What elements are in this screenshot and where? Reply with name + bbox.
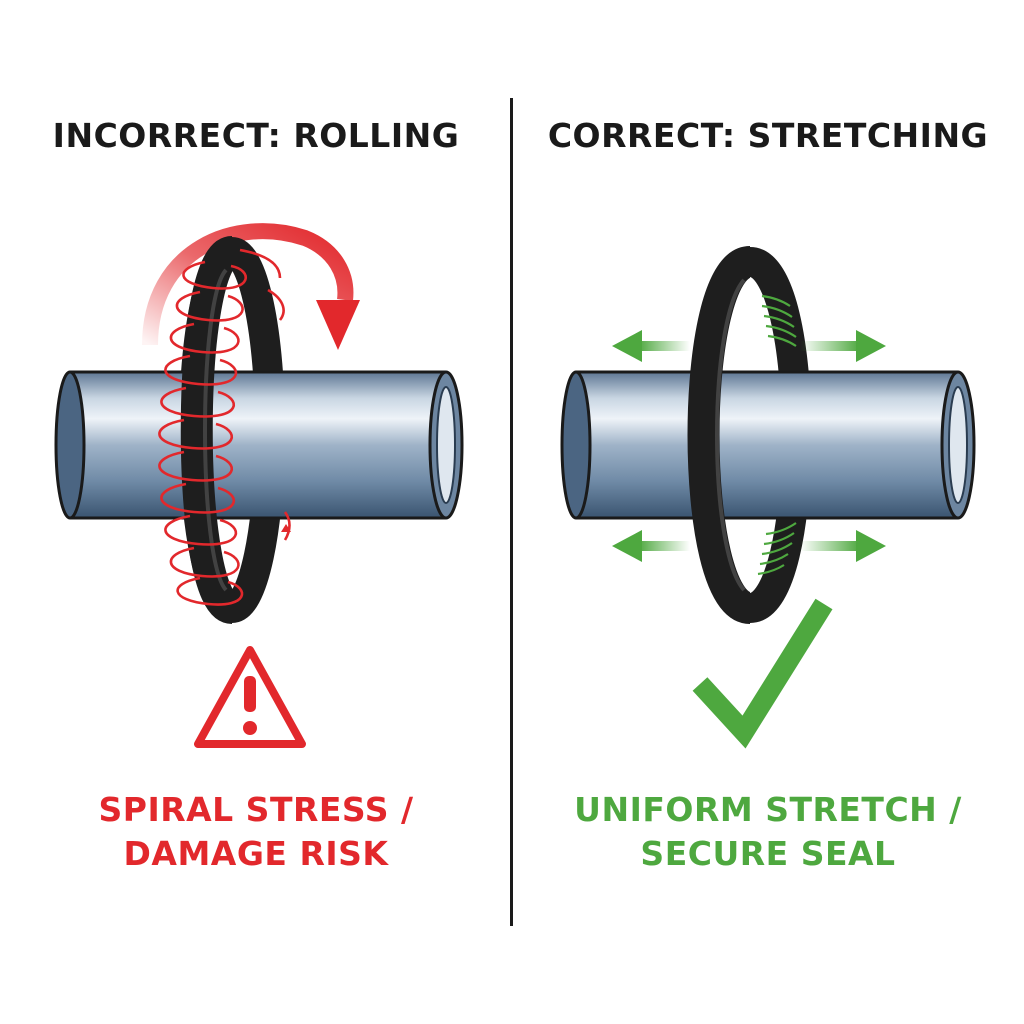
warning-triangle-icon — [194, 646, 306, 748]
correct-heading: CORRECT: STRETCHING — [547, 116, 989, 155]
correct-caption: UNIFORM STRETCH / SECURE SEAL — [512, 788, 1024, 876]
incorrect-caption-line1: SPIRAL STRESS / — [98, 790, 414, 829]
spiral-stress-coil — [158, 248, 291, 606]
rolling-illustration — [54, 223, 464, 748]
oring-front — [180, 236, 238, 624]
rod — [560, 370, 976, 520]
stretching-illustration — [560, 246, 976, 749]
rod — [54, 370, 464, 520]
correct-caption-line1: UNIFORM STRETCH / — [574, 790, 962, 829]
correct-caption-line2: SECURE SEAL — [640, 834, 896, 873]
incorrect-caption: SPIRAL STRESS / DAMAGE RISK — [0, 788, 512, 876]
rolling-direction-arrow — [142, 223, 360, 350]
center-divider — [510, 98, 513, 926]
incorrect-panel: INCORRECT: ROLLING — [0, 116, 512, 876]
incorrect-heading: INCORRECT: ROLLING — [52, 116, 460, 155]
checkmark-icon — [692, 598, 833, 749]
oring-front — [687, 246, 754, 624]
stretch-arrows — [612, 330, 886, 562]
incorrect-caption-line2: DAMAGE RISK — [123, 834, 389, 873]
correct-panel: CORRECT: STRETCHING — [512, 0, 1024, 1024]
stretch-marks — [757, 294, 797, 576]
